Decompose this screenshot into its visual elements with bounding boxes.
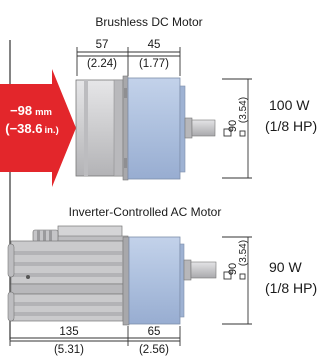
inverter-output-hp: (1/8 HP) (265, 280, 317, 296)
brushless-output-hp: (1/8 HP) (265, 118, 317, 134)
inverter-gear-length: 65 (148, 326, 161, 338)
brushless-motor-length: 57 (96, 39, 109, 51)
inverter-motor-body (7, 236, 130, 326)
brushless-frame-size-in: (3.54) (238, 97, 249, 123)
brushless-frame-dimension (222, 78, 252, 179)
inverter-frame-dimension (222, 236, 252, 325)
brushless-output-shaft (184, 117, 216, 139)
brushless-gear-length: 45 (148, 39, 161, 51)
inverter-title: Inverter-Controlled AC Motor (69, 205, 222, 219)
inverter-cable-gland (32, 229, 59, 254)
inverter-gearhead (128, 236, 185, 325)
inverter-gear-length-in: (2.56) (139, 344, 169, 356)
inverter-section: Inverter-Controlled AC Motor (7, 205, 317, 356)
brushless-motor-body (75, 75, 129, 181)
brushless-dimension-box (76, 47, 181, 76)
inverter-dimension-box (9, 326, 181, 346)
inverter-frame-size-in: (3.54) (238, 240, 249, 266)
brushless-motor-length-in: (2.24) (87, 58, 117, 70)
inverter-frame-size: 90 (227, 263, 239, 275)
inverter-motor-length: 135 (59, 326, 78, 338)
brushless-title: Brushless DC Motor (95, 15, 202, 29)
brushless-frame-size: 90 (227, 120, 239, 132)
brushless-gear-length-in: (1.77) (139, 58, 169, 70)
inverter-motor-length-in: (5.31) (54, 344, 84, 356)
brushless-output-power: 100 W (269, 97, 310, 113)
inverter-output-shaft (183, 259, 217, 281)
inverter-terminal-box (55, 225, 129, 242)
brushless-section: Brushless DC Motor 57 (2.24) 45 (1.77) (75, 15, 317, 181)
brushless-gearhead (127, 77, 186, 180)
inverter-output-power: 90 W (269, 259, 302, 275)
